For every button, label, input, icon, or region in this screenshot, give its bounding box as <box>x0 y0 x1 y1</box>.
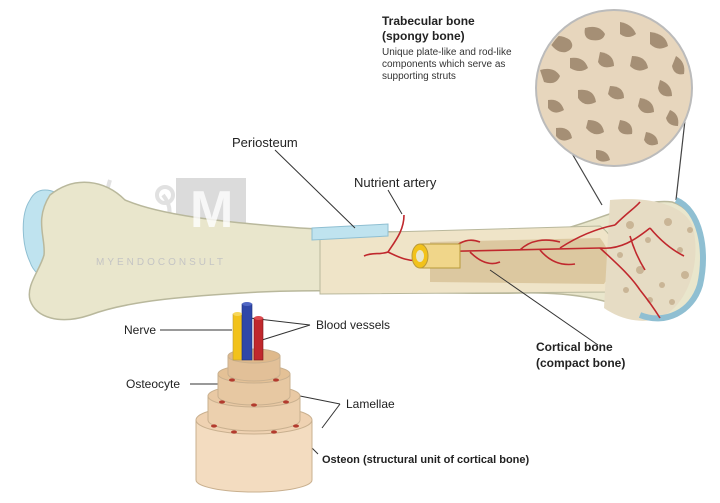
lamellae-label: Lamellae <box>346 397 395 411</box>
trabecular-zoom-circle <box>535 9 693 167</box>
zoom-line-right <box>675 119 686 201</box>
trabecular-title: Trabecular bone <box>382 14 475 28</box>
right-articular-cartilage <box>638 197 706 322</box>
nerve-fiber <box>232 313 243 361</box>
blood-vessels-leader-2 <box>261 324 311 341</box>
stethoscope-chestpiece-icon <box>155 185 175 205</box>
osteon-in-bone <box>411 243 461 269</box>
nutrient-artery-vessels <box>363 201 685 319</box>
cortical-title: Cortical bone <box>536 340 613 354</box>
periosteum-layer <box>311 223 389 241</box>
cortical-subtitle: (compact bone) <box>536 356 626 370</box>
osteocyte-label: Osteocyte <box>126 377 181 391</box>
zoom-line-left <box>569 149 603 206</box>
nerve-label: Nerve <box>124 323 157 337</box>
trabecular-description: Unique plate-like and rod-like component… <box>382 47 512 82</box>
lamellae-leader-1 <box>299 395 341 405</box>
lamellae-leader-2 <box>321 403 341 429</box>
periosteum-label: Periosteum <box>232 135 298 150</box>
nutrient-artery-label: Nutrient artery <box>354 175 437 190</box>
blood-vessels-label: Blood vessels <box>316 318 391 332</box>
osteon-label: Osteon (structural unit of cortical bone… <box>322 454 530 466</box>
osteon-detail <box>195 302 313 493</box>
watermark-logo-letter: M <box>190 181 234 239</box>
trabecular-subtitle: (spongy bone) <box>382 29 465 43</box>
watermark-text: MYENDOCONSULT <box>96 257 226 268</box>
periosteum-leader <box>274 149 356 229</box>
cortical-leader <box>489 269 599 346</box>
artery <box>253 317 264 361</box>
nutrient-artery-leader <box>387 189 403 215</box>
vein <box>241 303 253 361</box>
